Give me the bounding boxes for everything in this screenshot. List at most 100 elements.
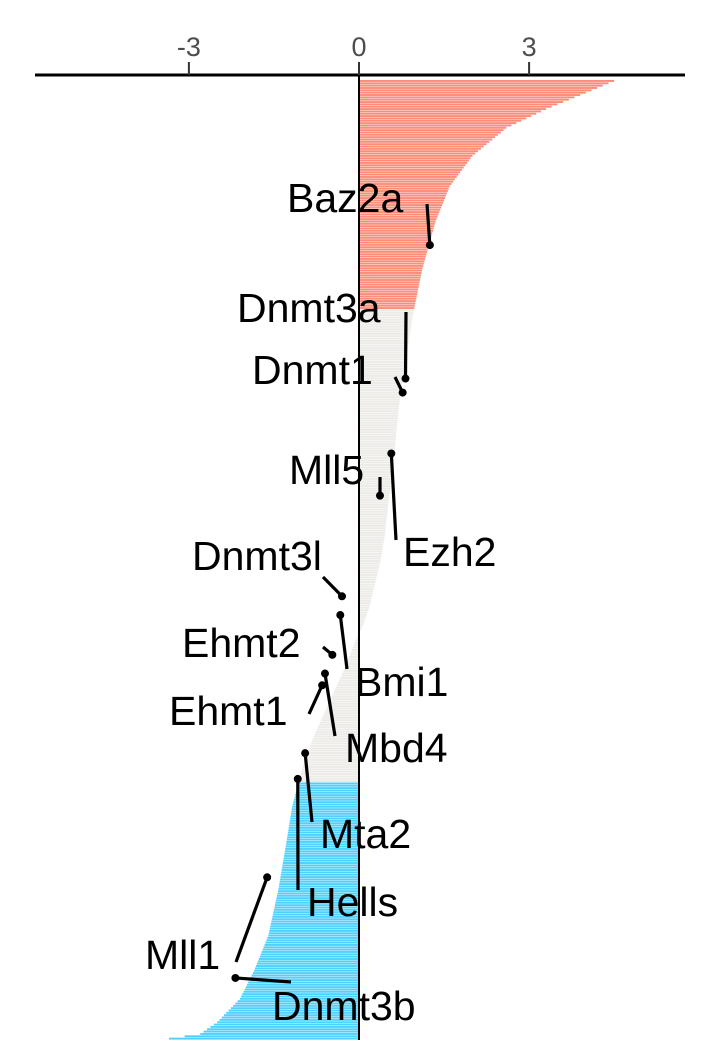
bar [359, 555, 382, 558]
leader-line [303, 753, 314, 823]
bar [359, 384, 403, 387]
x-tick-label: -3 [177, 32, 201, 62]
bar [286, 843, 359, 846]
bar [359, 372, 404, 375]
bar [359, 168, 462, 171]
bar [359, 405, 400, 408]
bar [359, 442, 396, 445]
bar [275, 901, 359, 904]
bar [328, 702, 359, 705]
bar [359, 136, 496, 139]
bar [359, 492, 390, 495]
bar [359, 449, 395, 452]
bar [359, 243, 430, 246]
bar [359, 89, 592, 92]
bar [213, 1023, 359, 1026]
bar [287, 836, 359, 839]
bar [359, 342, 409, 345]
bar [359, 433, 397, 436]
gene-label: Mll1 [145, 932, 220, 978]
bar [359, 208, 441, 211]
bar [289, 819, 359, 822]
bar [359, 143, 487, 146]
bar [243, 990, 359, 993]
bar [250, 976, 359, 979]
bar [327, 705, 359, 708]
bar [359, 337, 410, 340]
bar [217, 1021, 359, 1024]
bar [359, 248, 428, 251]
bar [359, 536, 385, 539]
bar [359, 386, 402, 389]
bar [359, 597, 372, 600]
bar [359, 80, 615, 82]
bar [359, 494, 390, 497]
bar [306, 754, 359, 757]
bar [305, 759, 359, 761]
bar [359, 351, 407, 354]
x-tick-label: 3 [522, 32, 537, 62]
bar [349, 656, 359, 658]
bar [359, 199, 445, 202]
leader-line [338, 614, 349, 670]
bar [359, 234, 432, 237]
bar [359, 503, 389, 506]
bar [359, 309, 414, 312]
gene-annotation-bmi1: Bmi1 [336, 611, 448, 705]
bar [359, 108, 547, 111]
bar [279, 883, 359, 886]
bar [359, 426, 397, 429]
bar [351, 651, 359, 654]
bar [275, 899, 359, 902]
bar [359, 87, 598, 89]
bar [359, 522, 387, 525]
bar [359, 487, 391, 490]
bar [286, 838, 359, 841]
gene-annotation-ehmt2: Ehmt2 [182, 620, 337, 666]
bar [359, 508, 388, 511]
bar [321, 719, 359, 722]
bar [359, 222, 435, 225]
bar [359, 145, 484, 148]
bar [260, 953, 359, 956]
bar [359, 290, 418, 293]
bar [255, 965, 359, 967]
bar [359, 403, 400, 406]
bar [359, 185, 450, 188]
bar [221, 1016, 359, 1019]
bar [289, 824, 359, 827]
bar [268, 934, 359, 937]
bar [359, 421, 398, 424]
gene-annotation-mll1: Mll1 [145, 873, 272, 978]
bar [359, 335, 410, 338]
bar [219, 1018, 359, 1021]
bar [359, 396, 401, 399]
bar [359, 159, 469, 162]
bar [359, 482, 391, 485]
bar [359, 407, 399, 410]
bar [359, 466, 393, 469]
bar [239, 997, 359, 1000]
bar [346, 663, 359, 665]
bar [359, 255, 426, 258]
bar [314, 733, 359, 736]
bar [359, 197, 445, 199]
bar [274, 906, 359, 909]
bar [263, 946, 359, 949]
bar [359, 124, 512, 127]
bar [352, 646, 359, 649]
bar [359, 126, 507, 129]
bar [359, 192, 447, 195]
bar [284, 850, 359, 853]
bar [203, 1030, 359, 1033]
bar [359, 103, 558, 106]
bar [359, 513, 388, 516]
bar [284, 855, 359, 857]
bar [359, 524, 386, 527]
gene-label: Dnmt1 [252, 347, 373, 393]
gene-label: Ezh2 [403, 529, 496, 575]
bar [343, 670, 359, 672]
bar [359, 471, 393, 473]
bar [359, 190, 448, 192]
bar [359, 517, 387, 520]
